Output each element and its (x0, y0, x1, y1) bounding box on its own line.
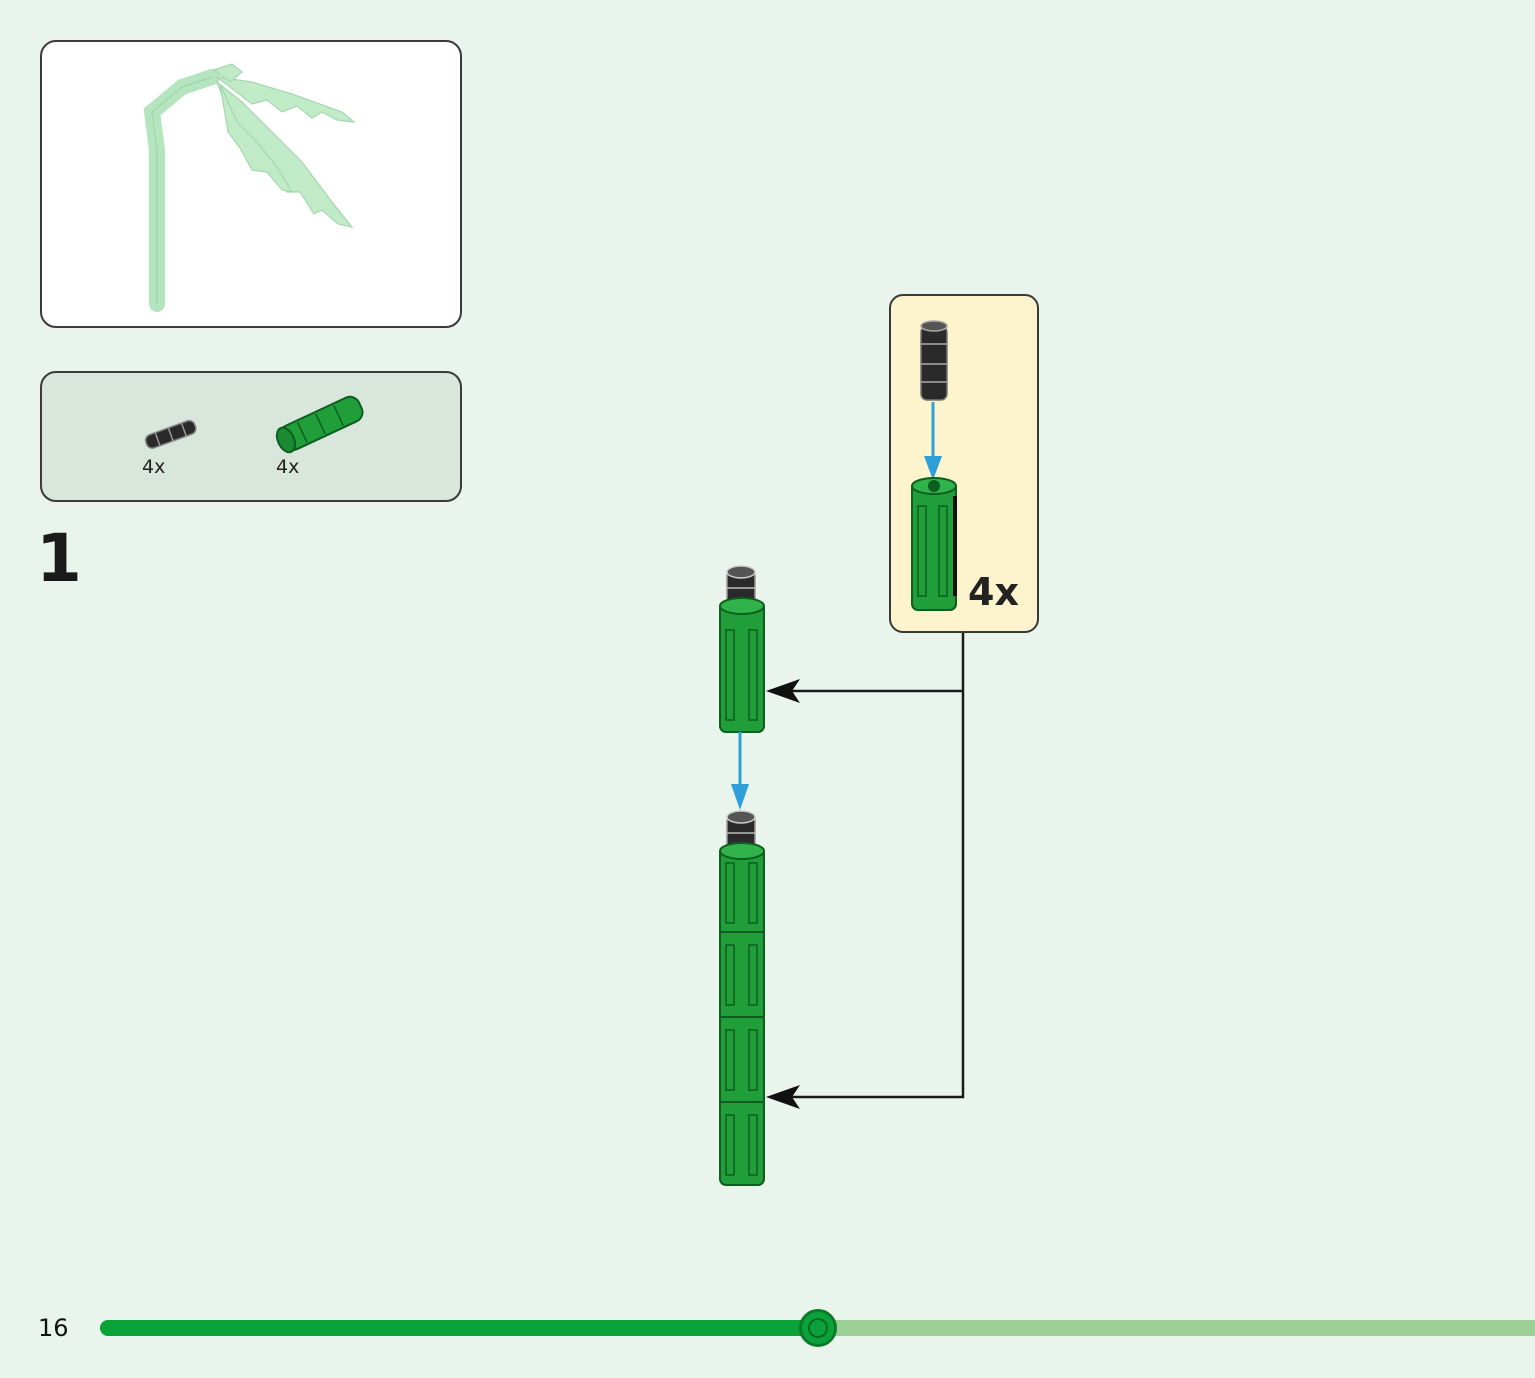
palm-tree-preview-illustration (143, 63, 356, 312)
insert-arrow-icon (731, 732, 749, 810)
callout-quantity: 4x (968, 570, 1019, 614)
parts-list-quantity: 4x (142, 456, 166, 478)
tube-segment-icon (911, 477, 957, 611)
callout-assembly-illustration (911, 320, 957, 611)
page-number: 16 (38, 1314, 69, 1342)
black-connector-pin-icon (144, 419, 197, 449)
green-tube-segment-icon (275, 395, 364, 454)
progress-marker (798, 1309, 837, 1347)
main-column-assembly-illustration (719, 810, 765, 1186)
progress-bar-fill (100, 1320, 818, 1336)
top-subassembly-illustration (719, 565, 765, 733)
parts-list-panel: 4x 4x (40, 371, 462, 502)
step-number: 1 (36, 520, 82, 597)
model-preview-panel (40, 40, 462, 328)
parts-list-quantity: 4x (276, 456, 300, 478)
connector-pin-icon (920, 320, 948, 401)
subassembly-callout (889, 294, 1039, 633)
insert-arrow-icon (924, 402, 942, 480)
